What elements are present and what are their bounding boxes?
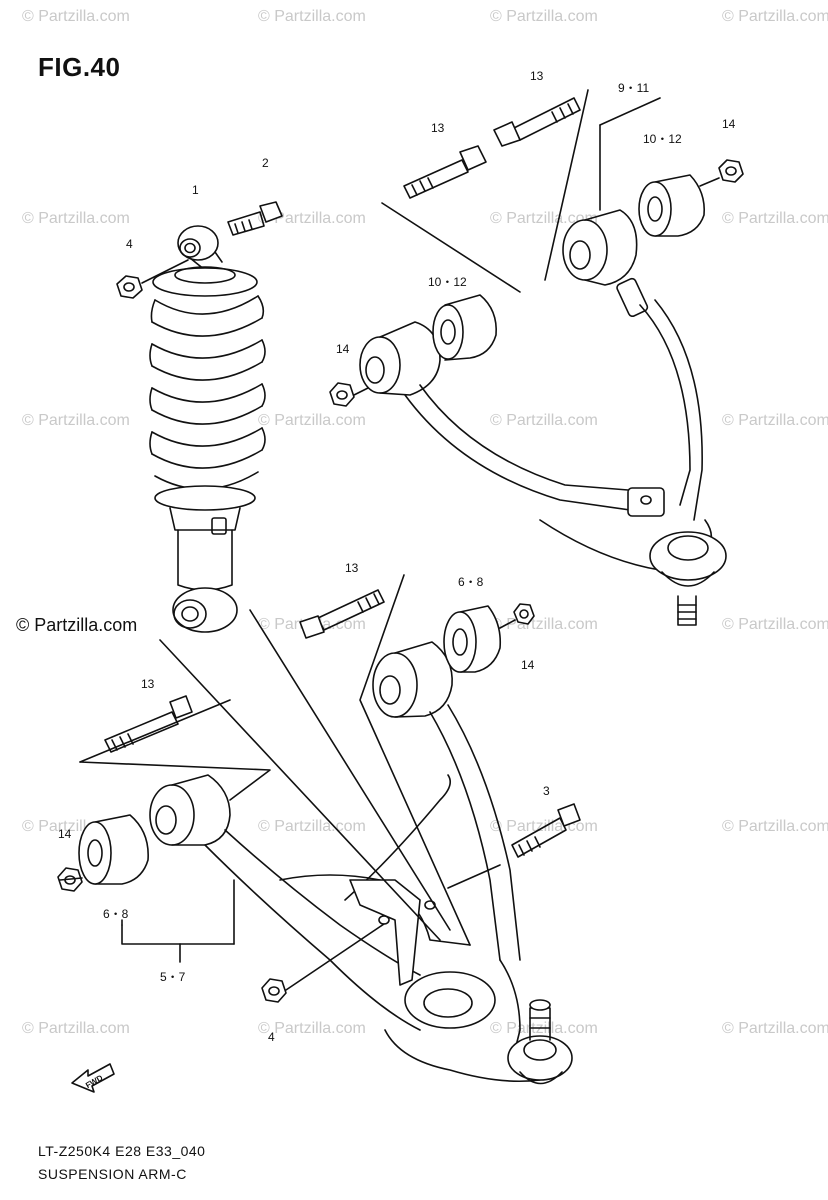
- bushing[interactable]: [638, 174, 706, 237]
- lower-arm[interactable]: [149, 641, 573, 1085]
- callout-4: 4: [268, 1030, 275, 1044]
- bolt[interactable]: [299, 589, 385, 639]
- watermark: © Partzilla.com: [490, 210, 598, 227]
- watermark: © Partzilla.com: [490, 8, 598, 25]
- watermark: © Partzilla.com: [722, 818, 828, 835]
- nut[interactable]: [718, 159, 744, 183]
- bolt[interactable]: [511, 803, 581, 858]
- watermark: © Partzilla.com: [722, 616, 828, 633]
- watermark: © Partzilla.com: [722, 8, 828, 25]
- nut[interactable]: [329, 382, 355, 407]
- watermark: © Partzilla.com: [722, 1020, 828, 1037]
- bolt[interactable]: [227, 201, 283, 236]
- callout-14: 14: [336, 342, 350, 356]
- callout-14: 14: [722, 117, 736, 131]
- callout-6-8: 6・8: [458, 575, 484, 589]
- watermark: © Partzilla.com: [22, 1020, 130, 1037]
- watermark: © Partzilla.com: [722, 412, 828, 429]
- callout-5-7: 5・7: [160, 970, 186, 984]
- callout-9-11: 9・11: [618, 81, 649, 95]
- nut[interactable]: [261, 978, 287, 1003]
- callout-14: 14: [521, 658, 535, 672]
- front-direction-arrow-icon: [71, 1063, 115, 1093]
- shock-absorber[interactable]: [149, 225, 266, 633]
- callout-3: 3: [543, 784, 550, 798]
- callout-10-12: 10・12: [428, 275, 467, 289]
- callout-13: 13: [345, 561, 359, 575]
- callout-4: 4: [126, 237, 133, 251]
- callout-1: 1: [192, 183, 199, 197]
- upper-arm[interactable]: [359, 209, 727, 626]
- callout-6-8: 6・8: [103, 907, 129, 921]
- bolt[interactable]: [403, 145, 487, 199]
- watermark: © Partzilla.com: [258, 8, 366, 25]
- watermark: © Partzilla.com: [258, 412, 366, 429]
- bolt[interactable]: [493, 97, 581, 147]
- bolt[interactable]: [104, 695, 193, 753]
- nut[interactable]: [513, 603, 535, 625]
- watermark: © Partzilla.com: [722, 210, 828, 227]
- callout-13: 13: [141, 677, 155, 691]
- diagram-code: LT-Z250K4 E28 E33_040: [38, 1143, 206, 1159]
- watermark-main: © Partzilla.com: [16, 615, 138, 635]
- watermark: © Partzilla.com: [258, 210, 366, 227]
- watermark: © Partzilla.com: [258, 1020, 366, 1037]
- callout-14: 14: [58, 827, 72, 841]
- watermark: © Partzilla.com: [22, 412, 130, 429]
- figure-label: FIG.40: [38, 52, 121, 82]
- watermark: © Partzilla.com: [490, 412, 598, 429]
- bushing[interactable]: [78, 814, 149, 885]
- callout-10-12: 10・12: [643, 132, 682, 146]
- watermark: © Partzilla.com: [22, 210, 130, 227]
- diagram-title: SUSPENSION ARM-C: [38, 1166, 187, 1182]
- nut[interactable]: [116, 275, 143, 299]
- callout-13: 13: [530, 69, 544, 83]
- bushing[interactable]: [432, 294, 497, 361]
- callout-13: 13: [431, 121, 445, 135]
- bushing[interactable]: [443, 605, 502, 673]
- watermark: © Partzilla.com: [22, 8, 130, 25]
- callout-2: 2: [262, 156, 269, 170]
